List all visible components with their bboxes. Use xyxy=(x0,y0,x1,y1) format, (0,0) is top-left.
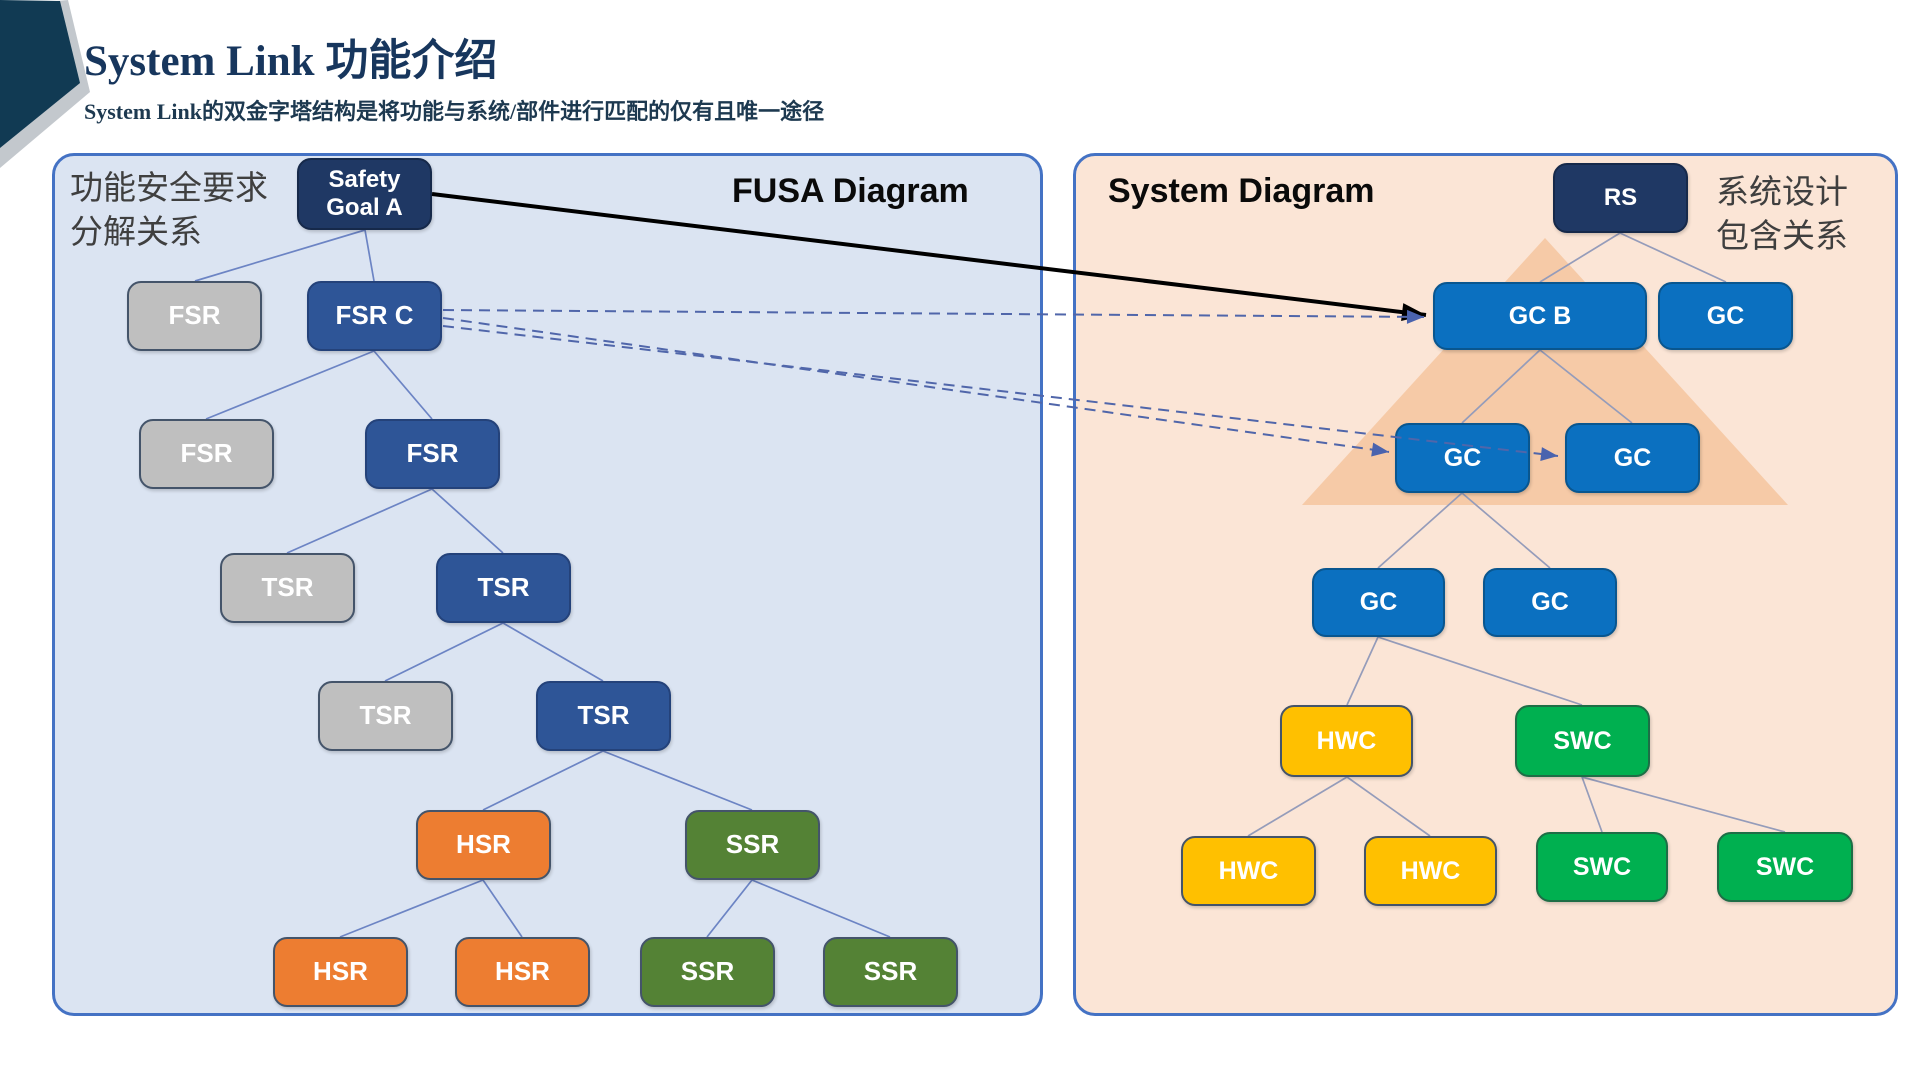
node-label: GC xyxy=(1706,301,1745,330)
page-subtitle: System Link的双金字塔结构是将功能与系统/部件进行匹配的仅有且唯一途径 xyxy=(84,99,825,124)
node-label: GC xyxy=(1359,588,1398,617)
diagram-node-fsr-c: FSR C xyxy=(307,281,442,351)
node-label: HSR xyxy=(495,956,550,987)
diagram-node-hsr: HSR xyxy=(455,937,590,1007)
node-label: RS xyxy=(1603,184,1638,212)
node-label: SSR xyxy=(725,829,780,860)
diagram-node-fsr: FSR xyxy=(139,419,274,489)
diagram-node-swc: SWC xyxy=(1536,832,1668,902)
diagram-node-swc: SWC xyxy=(1717,832,1853,902)
node-label: Safety xyxy=(328,166,401,194)
page-title: System Link 功能介绍 xyxy=(84,38,498,85)
diagram-node-gc-b: GC B xyxy=(1433,282,1647,350)
diagram-node-gc: GC xyxy=(1658,282,1793,350)
diagram-node-ssr: SSR xyxy=(823,937,958,1007)
node-label: HWC xyxy=(1400,856,1461,885)
node-label: GC xyxy=(1613,443,1652,472)
system-caption-line2: 包含关系 xyxy=(1716,216,1848,254)
diagram-node-swc: SWC xyxy=(1515,705,1650,777)
node-label: HSR xyxy=(456,829,511,860)
fusa-caption-line2: 分解关系 xyxy=(70,212,202,250)
corner-decoration xyxy=(0,0,90,168)
system-diagram-label: System Diagram xyxy=(1108,172,1375,210)
diagram-node-gc: GC xyxy=(1395,423,1530,493)
node-label: Goal A xyxy=(326,194,403,221)
node-label: TSR xyxy=(261,572,314,603)
node-label: SWC xyxy=(1572,852,1632,881)
diagram-node-fsr: FSR xyxy=(365,419,500,489)
diagram-node-hwc: HWC xyxy=(1280,705,1413,777)
diagram-node-ssr: SSR xyxy=(685,810,820,880)
diagram-node-gc: GC xyxy=(1483,568,1617,637)
node-label: HWC xyxy=(1218,856,1279,885)
node-label: TSR xyxy=(477,572,530,603)
node-label: FSR xyxy=(168,300,221,331)
node-label: SSR xyxy=(680,956,735,987)
diagram-node-hwc: HWC xyxy=(1364,836,1497,906)
diagram-node-hsr: HSR xyxy=(416,810,551,880)
node-label: TSR xyxy=(359,700,412,731)
fusa-caption: 功能安全要求 分解关系 xyxy=(70,166,268,254)
node-label: SWC xyxy=(1553,726,1612,755)
diagram-node-hwc: HWC xyxy=(1181,836,1316,906)
node-label: FSR C xyxy=(335,300,414,331)
node-label: GC B xyxy=(1508,301,1572,330)
diagram-node-tsr: TSR xyxy=(436,553,571,623)
fusa-caption-line1: 功能安全要求 xyxy=(70,169,268,206)
node-label: SWC xyxy=(1755,852,1815,881)
diagram-node-fsr: FSR xyxy=(127,281,262,351)
diagram-node-gc: GC xyxy=(1312,568,1445,637)
diagram-node-gc: GC xyxy=(1565,423,1700,493)
diagram-node-hsr: HSR xyxy=(273,937,408,1007)
node-label: HWC xyxy=(1316,726,1377,755)
node-label: HSR xyxy=(313,956,368,987)
node-label: GC xyxy=(1531,588,1569,617)
diagram-node-rs: RS xyxy=(1553,163,1688,233)
diagram-node-tsr: TSR xyxy=(536,681,671,751)
node-label: SSR xyxy=(863,956,918,987)
diagram-node-tsr: TSR xyxy=(318,681,453,751)
node-label: TSR xyxy=(577,700,630,731)
corner-dark-shape xyxy=(0,0,80,148)
node-label: FSR xyxy=(406,438,459,469)
fusa-diagram-label: FUSA Diagram xyxy=(732,172,969,210)
diagram-node-tsr: TSR xyxy=(220,553,355,623)
node-label: FSR xyxy=(180,438,233,469)
node-label: GC xyxy=(1443,443,1482,472)
system-caption-line1: 系统设计 xyxy=(1716,173,1848,210)
system-caption: 系统设计 包含关系 xyxy=(1716,170,1848,258)
diagram-node-ssr: SSR xyxy=(640,937,775,1007)
